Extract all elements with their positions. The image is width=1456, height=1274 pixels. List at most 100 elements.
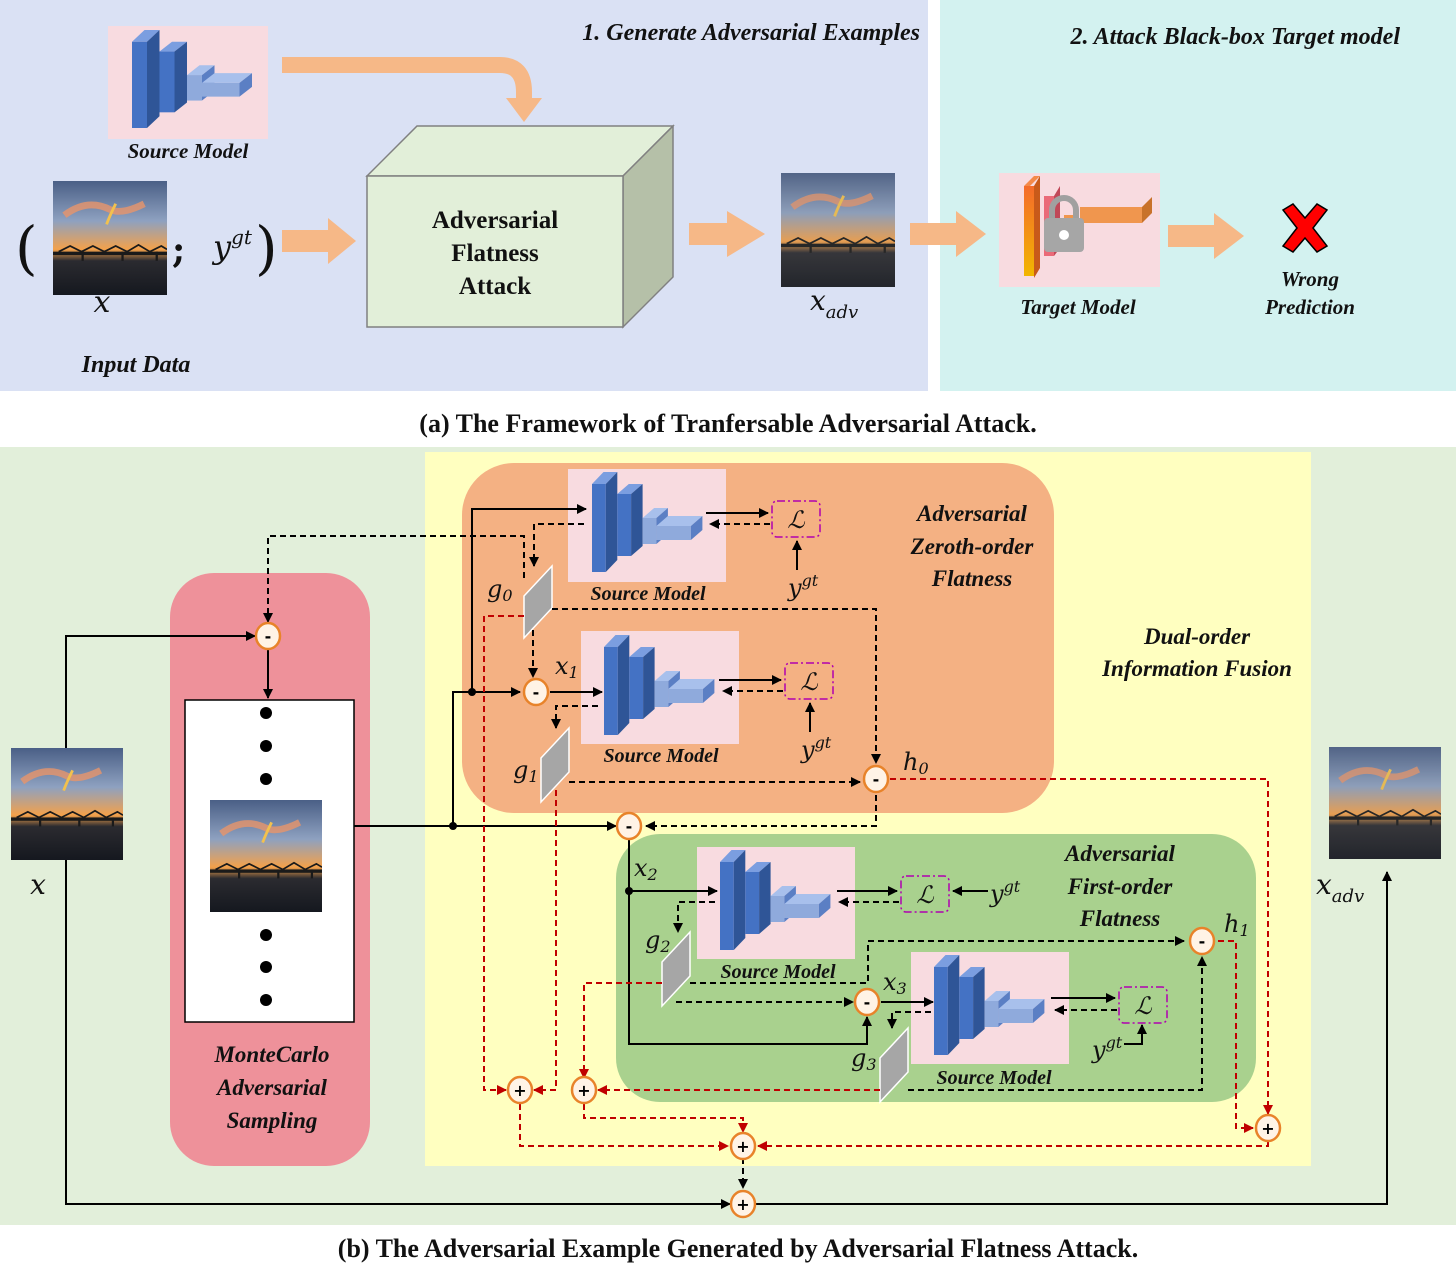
source-to-attack-arrow xyxy=(282,57,542,122)
svg-text:+: + xyxy=(1261,1119,1274,1138)
h1-label: h1 xyxy=(1224,910,1250,940)
montecarlo-line-2: Adversarial xyxy=(215,1075,328,1100)
op-minus-h0: - xyxy=(862,764,890,794)
x-input-image-b xyxy=(11,748,123,860)
target-to-wrong-arrow xyxy=(1168,213,1244,259)
op-minus-x1: - xyxy=(522,677,550,707)
source-model-2: Source Model xyxy=(581,631,739,767)
g1-label: g1 xyxy=(513,756,539,786)
attack-to-xadv-arrow xyxy=(689,211,765,257)
svg-text:+: + xyxy=(736,1137,749,1156)
loss-symbol: ℒ xyxy=(916,881,934,909)
input-image xyxy=(53,181,167,295)
h0-label: h0 xyxy=(903,748,929,778)
g0-label: g0 xyxy=(487,575,513,605)
x1-label: x1 xyxy=(555,652,579,682)
x-label: x xyxy=(94,285,111,320)
svg-text:+: + xyxy=(513,1081,526,1100)
source-model-3: Source Model xyxy=(697,847,855,983)
wrong-prediction-line-2: Prediction xyxy=(1264,295,1355,319)
loss-box-2: ℒ xyxy=(784,662,834,700)
caption-a: (a) The Framework of Tranfersable Advers… xyxy=(419,409,1036,438)
x3-label: x3 xyxy=(883,968,907,998)
svg-text:-: - xyxy=(873,770,880,789)
svg-text:+: + xyxy=(736,1195,749,1214)
attack-box-line-2: Flatness xyxy=(451,240,539,267)
source-model-label: Source Model xyxy=(591,583,706,605)
svg-text:-: - xyxy=(626,817,633,836)
gradient-g2 xyxy=(661,930,691,1008)
xadv-output-image-b xyxy=(1329,747,1441,859)
connections xyxy=(65,504,1392,1209)
op-minus-mc: - xyxy=(254,621,282,651)
op-plus-1: + xyxy=(506,1075,534,1105)
close-paren: ) xyxy=(255,214,278,282)
montecarlo-line-3: Sampling xyxy=(227,1108,318,1133)
sample-image xyxy=(210,800,322,912)
caption-b: (b) The Adversarial Example Generated by… xyxy=(338,1234,1138,1263)
loss-box-1: ℒ xyxy=(771,500,821,538)
svg-text:-: - xyxy=(533,683,540,702)
source-model-label: Source Model xyxy=(604,745,719,767)
montecarlo-samples-box xyxy=(184,699,355,1023)
g3-label: g3 xyxy=(851,1044,877,1074)
input-data: ( ; ygt ) x Input Data xyxy=(15,181,278,378)
source-model-4: Source Model xyxy=(911,952,1069,1089)
first-order-line-2: First-order xyxy=(1067,874,1174,899)
zeroth-order-line-1: Adversarial xyxy=(915,501,1028,526)
loss-symbol: ℒ xyxy=(1134,992,1152,1020)
xadv-output-a: xadv xyxy=(781,173,895,323)
gradient-g1 xyxy=(540,726,570,804)
svg-text:+: + xyxy=(577,1081,590,1100)
op-plus-h: + xyxy=(1254,1113,1282,1143)
x2-label: x2 xyxy=(634,854,658,884)
source-model-label: Source Model xyxy=(937,1067,1052,1089)
op-minus-x2: - xyxy=(615,811,643,841)
attack-box-line-1: Adversarial xyxy=(432,207,558,234)
svg-text:-: - xyxy=(1199,932,1206,951)
red-x-icon xyxy=(1281,203,1329,253)
loss-box-3: ℒ xyxy=(900,875,950,913)
xadv-label-b: xadv xyxy=(1316,868,1364,907)
source-model-1: Source Model xyxy=(568,469,726,605)
gradient-g3 xyxy=(879,1026,909,1104)
first-order-line-3: Flatness xyxy=(1079,906,1161,931)
op-plus-final: + xyxy=(729,1189,757,1219)
svg-text:-: - xyxy=(265,627,272,646)
input-to-attack-arrow xyxy=(282,218,356,264)
zeroth-order-line-3: Flatness xyxy=(931,566,1013,591)
loss-box-4: ℒ xyxy=(1118,986,1168,1024)
op-plus-fusion: + xyxy=(729,1131,757,1161)
svg-text:-: - xyxy=(864,993,871,1012)
section1-title: 1. Generate Adversarial Examples xyxy=(582,20,920,46)
ygt-label-3: ygt xyxy=(989,877,1021,908)
open-paren: ( xyxy=(15,214,38,282)
source-model-a: Source Model xyxy=(108,26,268,163)
xadv-image xyxy=(781,173,895,287)
montecarlo-line-1: MonteCarlo xyxy=(213,1042,329,1067)
attack-box-line-3: Attack xyxy=(459,273,531,300)
adversarial-flatness-attack-box: Adversarial Flatness Attack xyxy=(365,124,675,329)
target-model: Target Model xyxy=(999,173,1160,319)
xadv-to-target-arrow xyxy=(910,211,986,257)
xadv-label: xadv xyxy=(810,284,858,323)
x-label-b: x xyxy=(30,868,46,901)
lock-icon xyxy=(1044,195,1084,252)
op-minus-h1: - xyxy=(1188,926,1216,956)
source-model-label: Source Model xyxy=(128,139,249,163)
first-order-line-1: Adversarial xyxy=(1063,841,1176,866)
loss-symbol: ℒ xyxy=(800,668,818,696)
ygt-label-4: ygt xyxy=(1091,1033,1123,1064)
input-data-label: Input Data xyxy=(81,352,191,378)
section2-title: 2. Attack Black-box Target model xyxy=(1069,24,1400,50)
op-plus-2: + xyxy=(570,1075,598,1105)
g2-label: g2 xyxy=(645,926,671,956)
ygt-label: ygt xyxy=(211,225,253,266)
ygt-label-2: ygt xyxy=(800,733,832,764)
wrong-prediction: Wrong Prediction xyxy=(1264,203,1355,319)
wrong-prediction-line-1: Wrong xyxy=(1281,267,1339,291)
fusion-line-2: Information Fusion xyxy=(1101,656,1292,681)
fusion-line-1: Dual-order xyxy=(1143,624,1251,649)
op-minus-x3: - xyxy=(853,987,881,1017)
